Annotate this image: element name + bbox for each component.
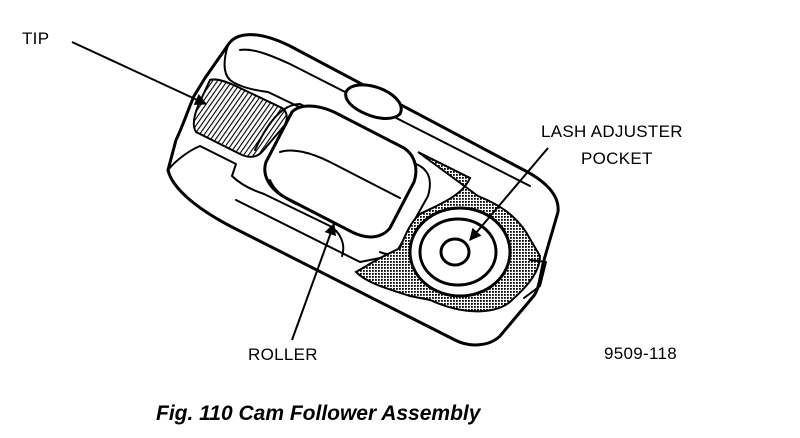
lash-adjuster-pocket (408, 206, 512, 298)
label-pocket: POCKET (581, 149, 653, 168)
roller-leader (291, 222, 336, 341)
pocket-inner-bore (439, 237, 471, 267)
label-tip: TIP (22, 29, 49, 48)
figure-number: 9509-118 (604, 344, 677, 363)
cam-follower-body (166, 33, 560, 347)
lower-rim-2 (235, 199, 381, 263)
top-boss (344, 83, 403, 120)
roller (263, 104, 418, 239)
label-roller: ROLLER (248, 345, 318, 364)
lower-rim (231, 175, 345, 257)
lash-adjuster-leader (469, 147, 549, 241)
tip-surface (192, 78, 288, 158)
roller-body (263, 104, 418, 239)
upper-ridge-inner (239, 48, 531, 187)
roller-edge (269, 179, 297, 205)
upper-ridge (223, 44, 411, 161)
right-end-step (523, 259, 547, 299)
tip-lip (167, 145, 237, 177)
label-lash-adjuster: LASH ADJUSTER (541, 122, 683, 141)
figure-caption: Fig. 110 Cam Follower Assembly (156, 402, 482, 425)
tip-leader (71, 41, 208, 105)
roller-face-line (279, 149, 401, 199)
